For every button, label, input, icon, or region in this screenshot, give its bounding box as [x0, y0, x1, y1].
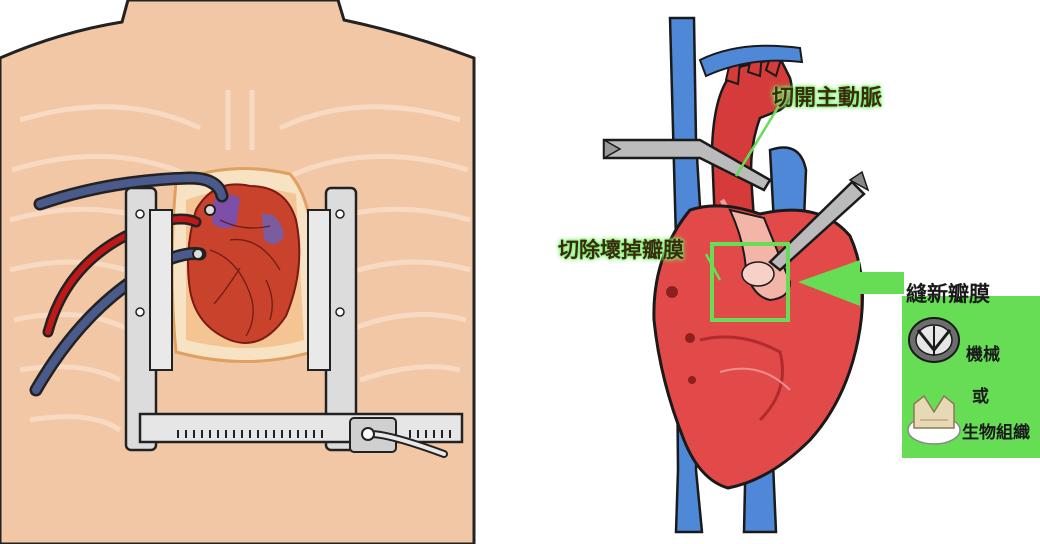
open-aorta-label: 切開主動脈 — [772, 80, 882, 112]
bioprosthetic-valve-label: 生物組織 — [962, 418, 1030, 443]
open-chest-illustration — [0, 0, 474, 544]
or-label: 或 — [972, 382, 989, 407]
remove-valve-label: 切除壞掉瓣膜 — [558, 234, 684, 264]
suture-new-valve-label: 縫新瓣膜 — [906, 278, 990, 308]
mechanical-valve-label: 機械 — [966, 340, 1000, 365]
mechanical-valve-icon — [909, 318, 959, 362]
